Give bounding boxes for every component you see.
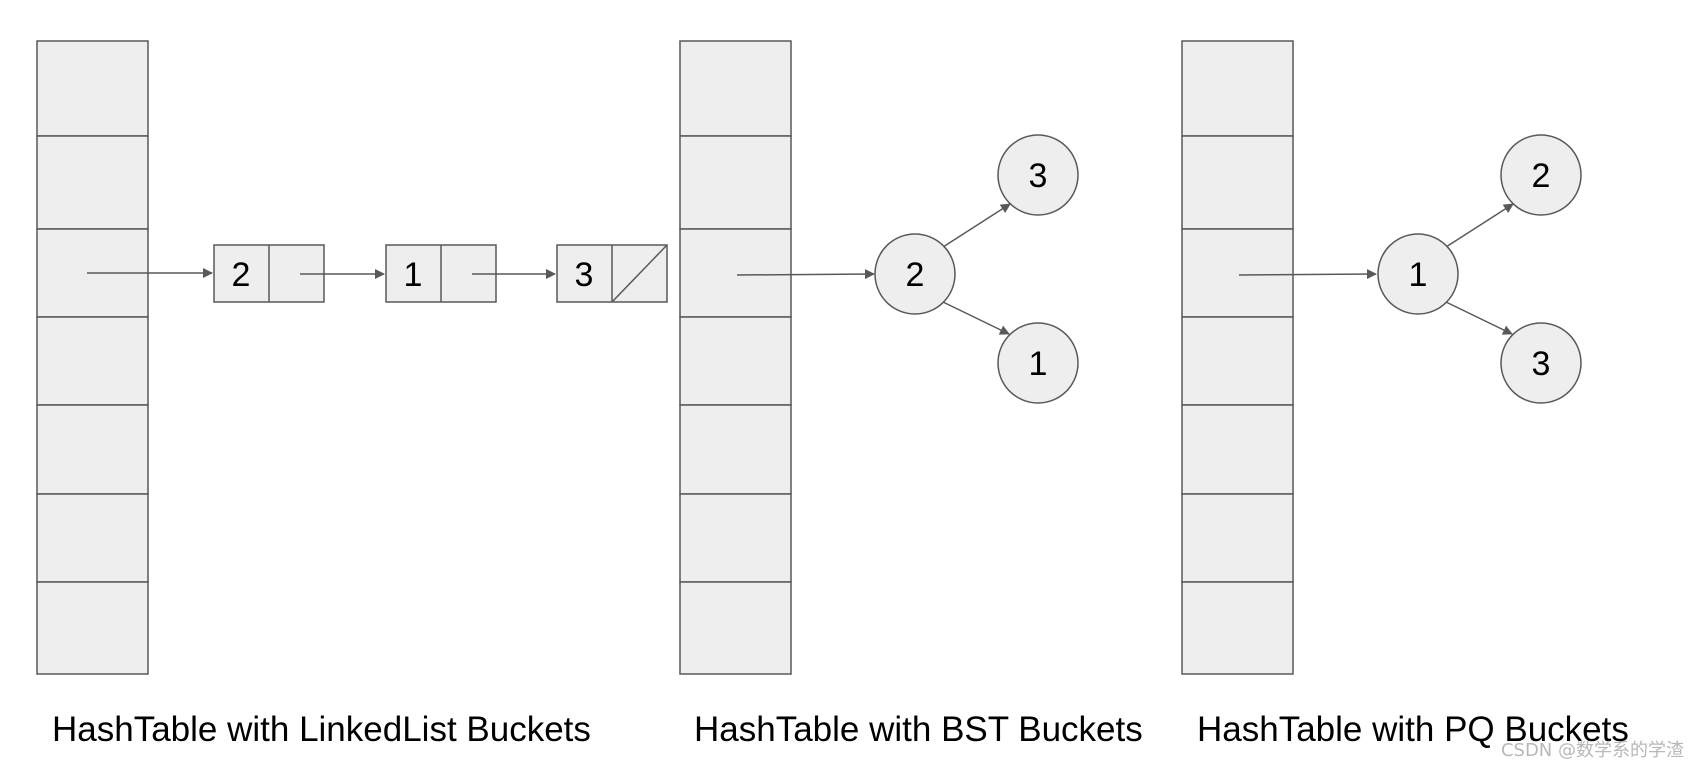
bucket-cell (679, 493, 792, 583)
tree-node-value: 1 (1409, 256, 1428, 294)
tree-node-lower: 1 (997, 322, 1079, 404)
bucket-array (36, 40, 149, 675)
bucket-pointer-arrow (1238, 269, 1377, 280)
bucket-cell (1181, 228, 1294, 318)
bucket-cell (679, 316, 792, 406)
tree-node-upper: 3 (997, 134, 1079, 216)
panel-bst: 2 3 1 (679, 40, 1079, 675)
tree-node-value: 3 (1532, 345, 1551, 383)
bucket-cell (1181, 135, 1294, 230)
list-node-value: 1 (404, 256, 423, 294)
tree-node-root: 1 (1377, 233, 1459, 315)
bucket-array (679, 40, 792, 675)
tree-node-circle (1500, 322, 1582, 404)
tree-node-circle (1377, 233, 1459, 315)
tree-edge (942, 203, 1011, 248)
panel-linkedlist: 2 1 3 (36, 40, 668, 675)
bucket-cell (36, 581, 149, 675)
bucket-cell (36, 135, 149, 230)
tree-node-value: 2 (1532, 157, 1551, 195)
list-node-value: 2 (232, 256, 251, 294)
bucket-cell (36, 40, 149, 137)
caption-linkedlist: HashTable with LinkedList Buckets (52, 710, 591, 749)
list-node: 1 (385, 244, 497, 303)
bucket-cell (36, 493, 149, 583)
bucket-cell (679, 40, 792, 137)
tree-edge (942, 301, 1010, 335)
tree-node-circle (997, 322, 1079, 404)
bucket-cell (1181, 581, 1294, 675)
bucket-cell (679, 404, 792, 495)
tree-node-value: 2 (906, 256, 925, 294)
tree-edge (1445, 301, 1513, 335)
null-pointer-slash (611, 244, 668, 303)
tree-node-upper: 2 (1500, 134, 1582, 216)
tree-node-circle (1500, 134, 1582, 216)
bucket-cell (36, 316, 149, 406)
list-node: 3 (556, 244, 668, 303)
bucket-cell (1181, 404, 1294, 495)
list-node-value: 3 (575, 256, 594, 294)
bucket-cell (1181, 316, 1294, 406)
bucket-cell (679, 581, 792, 675)
tree-node-circle (997, 134, 1079, 216)
bucket-pointer-arrow (736, 269, 875, 280)
bucket-cell (1181, 40, 1294, 137)
bucket-cell (679, 228, 792, 318)
tree-node-value: 1 (1029, 345, 1048, 383)
bucket-cell (1181, 493, 1294, 583)
tree-node-circle (874, 233, 956, 315)
caption-bst: HashTable with BST Buckets (694, 710, 1143, 749)
bucket-cell (36, 404, 149, 495)
tree-edge (1445, 203, 1514, 248)
bucket-array (1181, 40, 1294, 675)
tree-node-root: 2 (874, 233, 956, 315)
panel-pq: 1 2 3 (1181, 40, 1582, 675)
caption-pq: HashTable with PQ Buckets (1197, 710, 1629, 749)
tree-node-lower: 3 (1500, 322, 1582, 404)
bucket-cell (679, 135, 792, 230)
tree-node-value: 3 (1029, 157, 1048, 195)
watermark: CSDN @数学系的学渣 (1500, 740, 1684, 761)
